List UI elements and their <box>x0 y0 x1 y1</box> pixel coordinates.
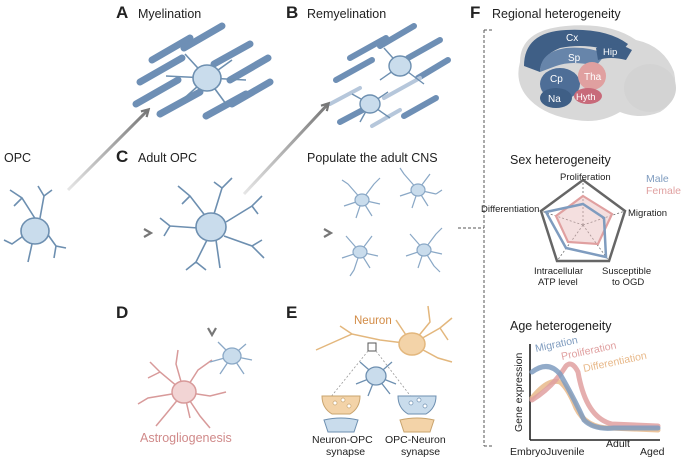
oligodendrocyte-b <box>351 47 425 123</box>
legend-male: Male <box>646 173 669 185</box>
panel-e-letter: E <box>286 303 297 322</box>
panel-c-letter: C <box>116 147 128 166</box>
panel-c-title: Adult OPC <box>138 151 197 165</box>
distributed-opcs <box>341 167 443 277</box>
radar-chart <box>539 178 627 263</box>
sex-title: Sex heterogeneity <box>510 153 612 167</box>
age-xtick-embryo: Embryo <box>510 446 546 458</box>
age-axes <box>529 344 660 441</box>
panel-d-letter: D <box>116 303 128 322</box>
age-xtick-juvenile: Juvenile <box>546 446 585 458</box>
radar-axis-atp-line1: Intracellular <box>534 266 583 277</box>
adult-opc-cell <box>159 177 265 271</box>
opc-neuron-synapse-icon <box>397 395 437 433</box>
myelin-sheaths-a <box>132 22 274 120</box>
age-ylabel: Gene expression <box>513 352 525 432</box>
region-label-sp: Sp <box>568 53 581 64</box>
region-hip <box>596 44 632 60</box>
radar-axis-migration: Migration <box>628 208 667 219</box>
panel-a-letter: A <box>116 3 128 22</box>
demyelinated-axons-b <box>328 76 422 128</box>
brain-sagittal <box>518 25 676 121</box>
arrow-opc-to-myelination <box>66 110 148 192</box>
age-title: Age heterogeneity <box>510 319 612 333</box>
region-na <box>540 88 572 108</box>
legend-female: Female <box>646 185 681 197</box>
region-hyth <box>574 88 602 104</box>
panel-b-title: Remyelination <box>307 7 386 21</box>
panel-a-title: Myelination <box>138 7 201 21</box>
panel-f-letter: F <box>470 3 480 22</box>
age-xtick-aged: Aged <box>640 446 665 458</box>
synapse1-line1: Neuron-OPC <box>312 434 373 446</box>
radar-axis-proliferation: Proliferation <box>560 172 611 183</box>
region-label-hip: Hip <box>603 47 617 58</box>
myelin-sheaths-b <box>333 23 451 125</box>
arrow-adult-to-remyelination <box>242 104 328 196</box>
radar-axis-differentiation: Differentiation <box>481 204 539 215</box>
region-label-na: Na <box>548 94 561 105</box>
age-xtick-adult: Adult <box>606 438 630 450</box>
synapse1-line2: synapse <box>326 446 365 458</box>
astrogliogenesis-label: Astrogliogenesis <box>140 431 232 445</box>
region-label-cp: Cp <box>550 74 563 85</box>
radar-axis-atp-line2: ATP level <box>538 277 578 288</box>
synapse-zoom-box <box>367 342 377 352</box>
oligodendrocyte-a <box>165 53 247 105</box>
opc-cell <box>3 185 67 263</box>
region-label-tha: Tha <box>584 72 602 83</box>
neuron <box>315 305 453 363</box>
region-cx <box>524 29 628 72</box>
panel-f-title: Regional heterogeneity <box>492 7 621 21</box>
age-curves <box>529 361 661 433</box>
opc-panel-e <box>355 361 397 397</box>
synapse2-line1: OPC-Neuron <box>385 434 446 446</box>
opc-label: OPC <box>4 151 31 165</box>
radar-axis-ogd-line2: to OGD <box>612 277 644 288</box>
synapse-zoom-lines <box>329 350 413 399</box>
region-label-hyth: Hyth <box>576 92 596 103</box>
opc-near-astrocyte <box>209 341 253 375</box>
neuron-opc-synapse-icon <box>321 395 361 433</box>
region-sp <box>540 47 606 72</box>
region-label-cx: Cx <box>566 33 578 44</box>
astrocyte <box>137 349 227 429</box>
synapse2-line2: synapse <box>401 446 440 458</box>
dashed-bracket <box>458 29 492 447</box>
panel-b-letter: B <box>286 3 298 22</box>
neuron-label: Neuron <box>354 315 392 327</box>
populate-label: Populate the adult CNS <box>307 151 438 165</box>
region-tha <box>578 62 606 90</box>
radar-axis-ogd-line1: Susceptible <box>602 266 651 277</box>
